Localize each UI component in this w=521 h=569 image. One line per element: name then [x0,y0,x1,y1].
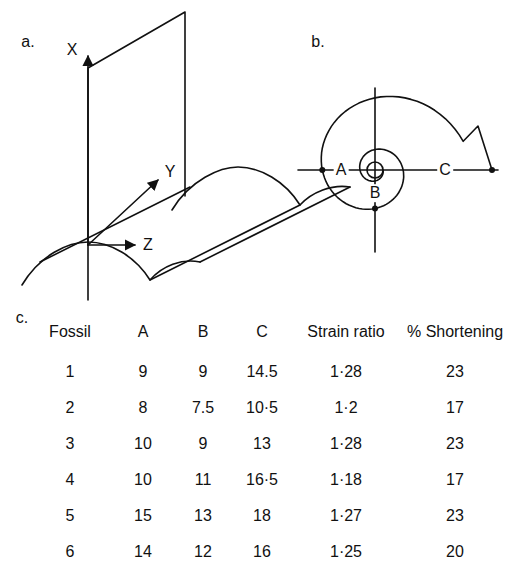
axis-label: X [67,41,78,59]
panel-letter: b. [311,33,324,51]
measure-dot [489,167,495,173]
table-cell: 11 [195,471,212,489]
z-axis [88,244,135,246]
dimension-label: C [437,161,453,179]
table-cell: 7.5 [192,399,214,417]
table-header: B [198,323,209,341]
table-cell: 3 [66,435,75,453]
x-axis [87,56,89,245]
panel-letter: c. [16,309,28,327]
table-cell: 5 [66,507,75,525]
axis-label: Y [165,163,176,181]
table-cell: 18 [253,507,271,525]
axial-plane [88,12,185,300]
table-cell: 1 [66,363,75,381]
table-cell: 10 [134,471,152,489]
dimension-label: A [334,161,349,179]
table-header: C [256,323,268,341]
table-cell: 10 [134,435,152,453]
measure-axis [298,169,498,171]
panel-letter: a. [21,33,34,51]
table-cell: 13 [194,507,212,525]
table-cell: 12 [194,543,212,561]
table-cell: 23 [446,435,464,453]
table-cell: 14.5 [246,363,277,381]
table-cell: 16·5 [246,471,278,489]
axis-label: Z [143,236,153,254]
table-cell: 9 [199,435,208,453]
table-cell: 1·25 [330,543,362,561]
table-cell: 1·18 [330,471,362,489]
table-cell: 16 [253,543,271,561]
table-header: Fossil [49,323,91,341]
fold-surface-line [150,205,300,280]
table-cell: 1·27 [330,507,362,525]
ammonite-spiral [321,97,492,210]
fold-surface-line [40,187,190,262]
table-header: % Shortening [407,323,503,341]
table-header: Strain ratio [307,323,384,341]
table-cell: 23 [446,507,464,525]
measure-dot [319,167,325,173]
table-cell: 15 [134,507,152,525]
measure-axis [374,88,376,252]
table-header: A [138,323,149,341]
table-cell: 20 [446,543,464,561]
table-cell: 4 [66,471,75,489]
fold-front-profile [22,242,200,285]
table-cell: 17 [446,399,464,417]
table-cell: 8 [139,399,148,417]
fold-surface-line [200,187,350,262]
y-axis [88,180,158,245]
table-cell: 10·5 [246,399,278,417]
table-cell: 14 [134,543,152,561]
table-cell: 23 [446,363,464,381]
protoconch [367,162,383,178]
table-cell: 13 [253,435,271,453]
table-cell: 1·28 [330,435,362,453]
table-cell: 1·28 [330,363,362,381]
table-cell: 6 [66,543,75,561]
table-cell: 17 [446,471,464,489]
table-cell: 1·2 [334,399,357,417]
table-cell: 2 [66,399,75,417]
measure-dot [372,206,378,212]
table-cell: 9 [139,363,148,381]
dimension-label: B [368,184,383,202]
table-cell: 9 [199,363,208,381]
